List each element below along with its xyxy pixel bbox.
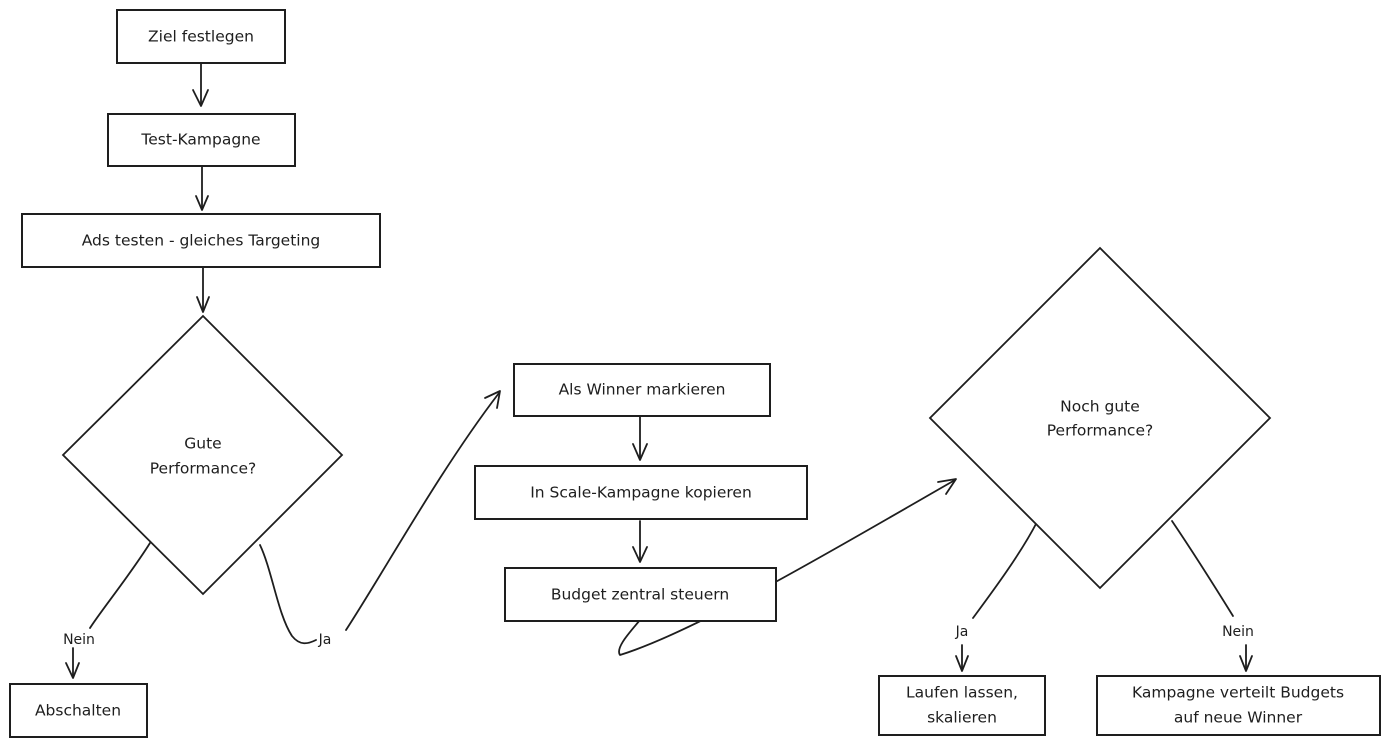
edge-decision1-ja-arrowhead	[484, 390, 501, 409]
node-in-scale-kampagne-kopieren[interactable]: In Scale-Kampagne kopieren	[474, 465, 808, 520]
edge-label-ja: Ja	[955, 624, 969, 640]
edge-scale-to-budget-arrowhead	[632, 546, 648, 563]
decision-gute-performance[interactable]: Gute Performance?	[61, 314, 344, 596]
node-laufen-lassen[interactable]: Laufen lassen, skalieren	[878, 675, 1046, 736]
edge-label-ja: Ja	[318, 632, 332, 648]
edge-decision1-ja-upper	[345, 392, 500, 631]
node-test-kampagne[interactable]: Test-Kampagne	[107, 113, 296, 167]
node-label: Abschalten	[35, 702, 121, 720]
edge-decision2-ja-arrowhead	[955, 655, 969, 672]
decision-label-line-1: Gute	[184, 435, 221, 453]
decision-noch-gute-performance[interactable]: Noch gute Performance?	[928, 246, 1272, 590]
edge-budget-to-decision2	[618, 479, 956, 656]
edge-winner-to-scale-arrowhead	[632, 443, 648, 461]
node-abschalten[interactable]: Abschalten	[9, 683, 148, 738]
node-label: In Scale-Kampagne kopieren	[530, 484, 752, 502]
decision-label-line-1: Noch gute	[1060, 398, 1140, 416]
edge-decision2-nein	[1171, 520, 1234, 617]
node-label-line-2: skalieren	[927, 709, 997, 727]
edge-decision1-nein-arrowhead	[65, 662, 80, 679]
edge-ads-to-decision-arrowhead	[196, 296, 210, 313]
node-ziel-festlegen[interactable]: Ziel festlegen	[116, 9, 286, 64]
edge-decision1-ja	[259, 544, 317, 645]
node-label-line-2: auf neue Winner	[1174, 709, 1303, 727]
edge-decision1-nein	[89, 542, 151, 629]
edge-budget-to-decision2-arrowhead	[937, 478, 957, 495]
node-label-line-1: Kampagne verteilt Budgets	[1132, 684, 1344, 702]
decision-label-line-2: Performance?	[1047, 422, 1153, 440]
node-als-winner-markieren[interactable]: Als Winner markieren	[513, 363, 771, 417]
edge-ziel-to-test-arrowhead	[192, 89, 209, 107]
node-label: Budget zentral steuern	[551, 586, 729, 604]
node-label: Ads testen - gleiches Targeting	[82, 232, 321, 250]
node-kampagne-verteilt-budgets[interactable]: Kampagne verteilt Budgets auf neue Winne…	[1096, 675, 1381, 736]
edge-decision2-ja	[972, 521, 1038, 619]
decision-label-line-2: Performance?	[150, 460, 256, 478]
node-budget-zentral-steuern[interactable]: Budget zentral steuern	[504, 567, 777, 622]
node-label-line-1: Laufen lassen,	[906, 684, 1018, 702]
node-label: Als Winner markieren	[559, 381, 726, 399]
edge-test-to-ads-arrowhead	[195, 195, 209, 211]
edge-decision2-nein-arrowhead	[1239, 655, 1253, 672]
node-label: Test-Kampagne	[140, 131, 260, 149]
node-ads-testen[interactable]: Ads testen - gleiches Targeting	[21, 213, 381, 268]
node-label: Ziel festlegen	[148, 28, 254, 46]
edge-label-nein: Nein	[63, 632, 95, 648]
edge-label-nein: Nein	[1222, 624, 1254, 640]
